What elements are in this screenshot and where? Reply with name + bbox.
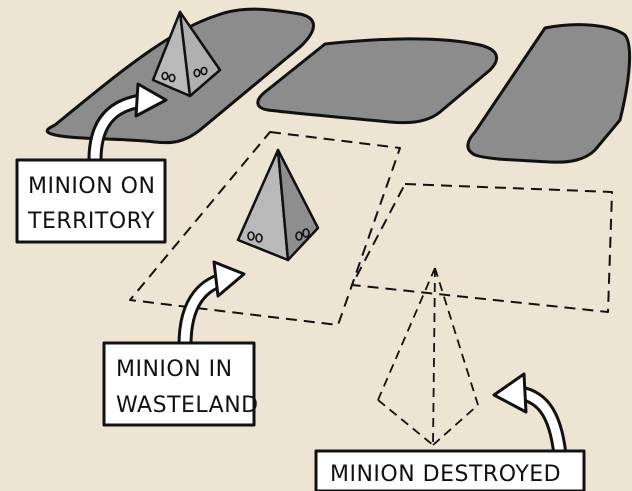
minion-eyes (247, 228, 310, 243)
minion-eyes (161, 66, 208, 83)
minion-on-territory (151, 10, 222, 98)
arrow-to-territory-minion (87, 82, 168, 168)
minion-face-right (178, 10, 222, 98)
label-minion-destroyed: MINION DESTROYED (314, 449, 586, 491)
label-minion-on-territory: MINION ON TERRITORY (15, 158, 167, 244)
territory-tile-right (466, 23, 632, 164)
minion-in-wasteland (236, 148, 320, 262)
arrow-to-destroyed-minion (492, 372, 568, 463)
arrow-to-wasteland-minion (177, 260, 246, 353)
wasteland-tile-left (129, 131, 401, 326)
wasteland-tile-right (351, 183, 613, 313)
label-line-2: WASTELAND (116, 393, 259, 418)
label-minion-in-wasteland: MINION IN WASTELAND (102, 341, 259, 427)
minion-destroyed (377, 267, 479, 446)
label-line-1: MINION ON (28, 174, 155, 199)
label-line-1: MINION IN (116, 357, 233, 382)
minion-face-right (276, 148, 320, 262)
label-line-1: MINION DESTROYED (330, 462, 561, 487)
label-line-2: TERRITORY (27, 209, 155, 234)
territory-tile-middle (256, 37, 498, 125)
